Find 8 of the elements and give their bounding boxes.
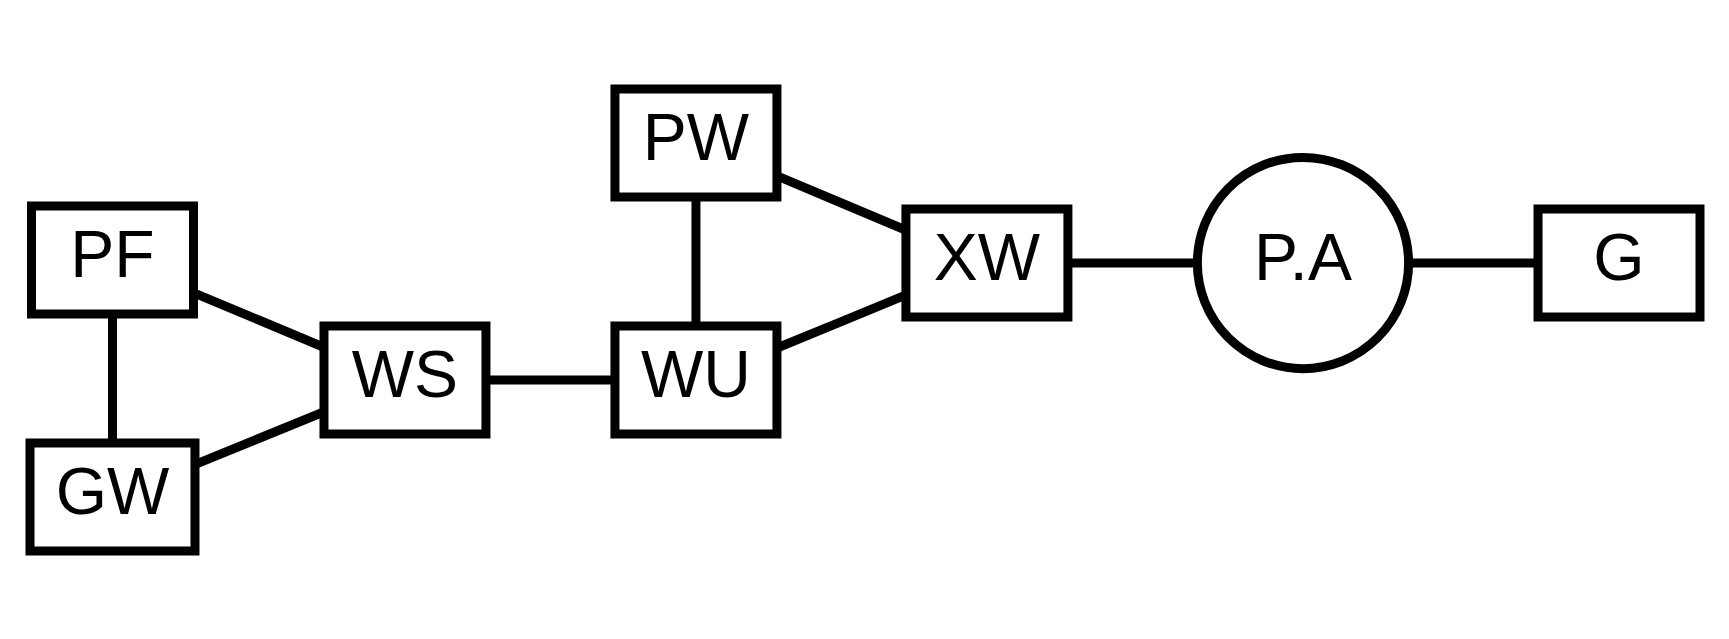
- node-box: G: [1533, 204, 1704, 321]
- node-circle: P.A: [1192, 152, 1413, 373]
- node-box: XW: [900, 204, 1072, 321]
- node-box: PF: [26, 201, 198, 318]
- node-box: WS: [319, 321, 490, 438]
- node-box: WU: [609, 321, 781, 438]
- node-box: GW: [25, 438, 199, 555]
- node-box: PW: [609, 84, 781, 201]
